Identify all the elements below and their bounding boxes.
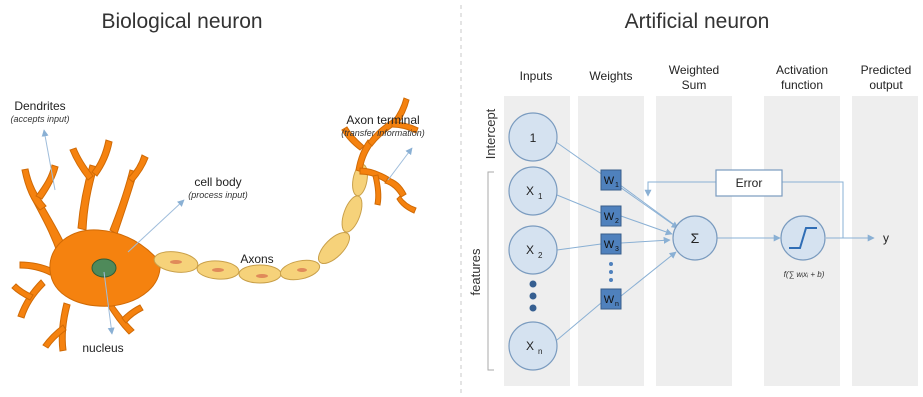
weight-box-w2: W 2 [600, 205, 622, 227]
svg-text:X: X [526, 184, 534, 198]
svg-text:X: X [526, 243, 534, 257]
svg-text:1: 1 [530, 131, 537, 145]
predicted-header-line1: Predicted [861, 63, 912, 77]
activation-node [780, 215, 826, 261]
svg-text:Error: Error [736, 176, 763, 190]
neuron-illustration [11, 139, 161, 352]
sigma-symbol: Σ [691, 230, 700, 246]
cell-body-label: cell body [194, 175, 241, 189]
axon-terminal-sublabel: (transfer information) [341, 128, 425, 138]
cell-body-pointer [127, 199, 185, 253]
artificial-neuron-panel: Artificial neuron Inputs Weights Weighte… [468, 10, 918, 386]
biological-title: Biological neuron [101, 10, 262, 33]
predicted-header-line2: output [869, 78, 903, 92]
svg-text:X: X [526, 339, 534, 353]
svg-text:W: W [604, 211, 615, 223]
output-label: y [883, 231, 889, 245]
cell-body-sublabel: (process input) [188, 190, 248, 200]
artificial-title: Artificial neuron [625, 10, 770, 33]
step-function-icon [789, 227, 817, 249]
weight-ellipsis-dots [609, 262, 613, 282]
dendrites-pointer [41, 129, 56, 191]
dendrites-sublabel: (accepts input) [10, 114, 69, 124]
input-node-xn: X n [508, 321, 558, 371]
weight-box-wn: W n [600, 288, 622, 310]
svg-text:W: W [604, 175, 615, 187]
svg-text:1: 1 [615, 182, 619, 189]
biological-neuron-panel: Biological neuron [10, 10, 424, 355]
svg-text:n: n [615, 301, 619, 308]
input-node-x1: X 1 [508, 166, 558, 216]
nucleus-label: nucleus [82, 341, 123, 355]
nucleus-pointer [103, 271, 115, 335]
input-node-x2: X 2 [508, 225, 558, 275]
axon-segments [153, 163, 368, 284]
axon-terminal-pointer [387, 147, 413, 181]
summation-node: Σ [672, 215, 718, 261]
svg-text:1: 1 [538, 192, 543, 201]
svg-text:W: W [604, 239, 615, 251]
intercept-label: Intercept [483, 108, 498, 159]
dendrites-label: Dendrites [14, 99, 65, 113]
svg-text:n: n [538, 347, 542, 356]
predicted-column [852, 96, 918, 386]
svg-text:2: 2 [538, 251, 543, 260]
svg-text:3: 3 [615, 246, 619, 253]
axon-terminal-label: Axon terminal [346, 113, 419, 127]
activation-header-line1: Activation [776, 63, 828, 77]
svg-text:W: W [604, 294, 615, 306]
error-box: Error [715, 169, 783, 197]
axon-terminal-shape [341, 97, 419, 214]
activation-header-line2: function [781, 78, 823, 92]
features-label: features [468, 248, 483, 295]
input-ellipsis-dots [529, 280, 537, 312]
nucleus-shape [91, 258, 117, 278]
svg-text:2: 2 [615, 218, 619, 225]
weight-box-w1: W 1 [600, 169, 622, 191]
input-node-bias: 1 [508, 112, 558, 162]
weight-box-w3: W 3 [600, 233, 622, 255]
axons-label: Axons [240, 252, 273, 266]
activation-formula: f(∑ wᵢxᵢ + b) [784, 270, 825, 279]
features-bracket [487, 171, 494, 371]
weights-header: Weights [589, 69, 632, 83]
weighted-sum-header-line1: Weighted [669, 63, 719, 77]
weighted-sum-header-line2: Sum [682, 78, 707, 92]
inputs-header: Inputs [520, 69, 553, 83]
